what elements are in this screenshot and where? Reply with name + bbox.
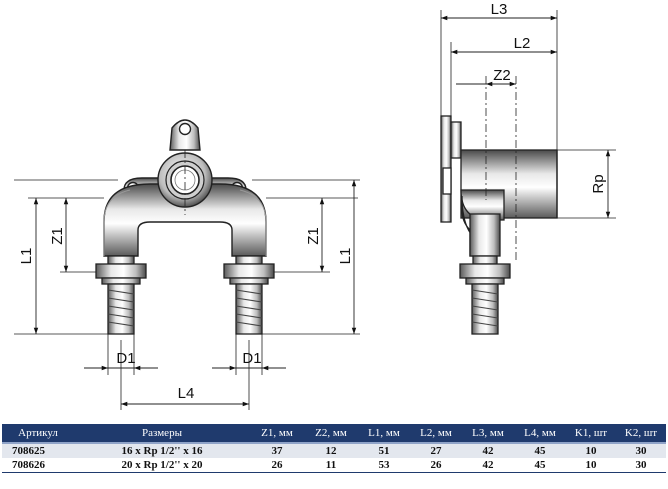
cell-z1: 26 <box>250 458 304 473</box>
dim-label-d1-right: D1 <box>242 350 261 367</box>
cell-l3: 42 <box>462 458 514 473</box>
cell-l1: 51 <box>358 443 410 458</box>
dim-label-l1-right: L1 <box>337 248 354 265</box>
cell-l3: 42 <box>462 443 514 458</box>
cell-l1: 53 <box>358 458 410 473</box>
header-l1: L1, мм <box>358 424 410 444</box>
dim-label-l4: L4 <box>178 385 195 402</box>
table-row: 708625 16 x Rp 1/2'' x 16 37 12 51 27 42… <box>2 443 666 458</box>
threaded-socket <box>157 152 213 208</box>
side-wall-plate <box>440 115 462 223</box>
header-article: Артикул <box>2 424 74 444</box>
side-body <box>460 149 558 257</box>
header-l2: L2, мм <box>410 424 462 444</box>
dim-label-l2: L2 <box>514 35 531 52</box>
header-k1: K1, шт <box>566 424 616 444</box>
front-view: Z1 L1 Z1 L1 D1 D1 L4 <box>14 119 360 410</box>
cell-k2: 30 <box>616 458 666 473</box>
dim-label-l1-left: L1 <box>18 248 35 265</box>
table-row: 708626 20 x Rp 1/2'' x 20 26 11 53 26 42… <box>2 458 666 473</box>
cell-article: 708626 <box>2 458 74 473</box>
dim-label-d1-left: D1 <box>116 350 135 367</box>
header-l3: L3, мм <box>462 424 514 444</box>
fitting-body <box>103 183 267 257</box>
cell-z1: 37 <box>250 443 304 458</box>
cell-l2: 26 <box>410 458 462 473</box>
header-z2: Z2, мм <box>304 424 358 444</box>
cell-l2: 27 <box>410 443 462 458</box>
cell-k2: 30 <box>616 443 666 458</box>
header-z1: Z1, мм <box>250 424 304 444</box>
side-dimension-lines <box>441 15 611 218</box>
cell-k1: 10 <box>566 443 616 458</box>
header-dimensions: Размеры <box>74 424 250 444</box>
extension-lines <box>14 150 360 410</box>
cell-l4: 45 <box>514 458 566 473</box>
dim-label-l3: L3 <box>491 1 508 18</box>
header-l4: L4, мм <box>514 424 566 444</box>
header-k2: K2, шт <box>616 424 666 444</box>
right-outlet <box>223 255 275 335</box>
cell-l4: 45 <box>514 443 566 458</box>
left-outlet <box>95 255 147 335</box>
dim-label-z1-right: Z1 <box>305 227 322 245</box>
table-header-row: Артикул Размеры Z1, мм Z2, мм L1, мм L2,… <box>2 424 666 444</box>
spec-table: Артикул Размеры Z1, мм Z2, мм L1, мм L2,… <box>2 424 666 473</box>
dimension-lines-front <box>33 180 357 407</box>
cell-dimensions: 16 x Rp 1/2'' x 16 <box>74 443 250 458</box>
dim-label-z1-left: Z1 <box>49 227 66 245</box>
technical-drawing: Z1 L1 Z1 L1 D1 D1 L4 <box>14 1 616 410</box>
side-outlet <box>459 255 511 335</box>
cell-k1: 10 <box>566 458 616 473</box>
dim-label-rp: Rp <box>590 174 607 193</box>
cell-z2: 12 <box>304 443 358 458</box>
cell-z2: 11 <box>304 458 358 473</box>
dim-label-z2: Z2 <box>493 67 511 84</box>
side-view: L3 L2 Z2 Rp <box>440 1 616 335</box>
cell-dimensions: 20 x Rp 1/2'' x 20 <box>74 458 250 473</box>
cell-article: 708625 <box>2 443 74 458</box>
